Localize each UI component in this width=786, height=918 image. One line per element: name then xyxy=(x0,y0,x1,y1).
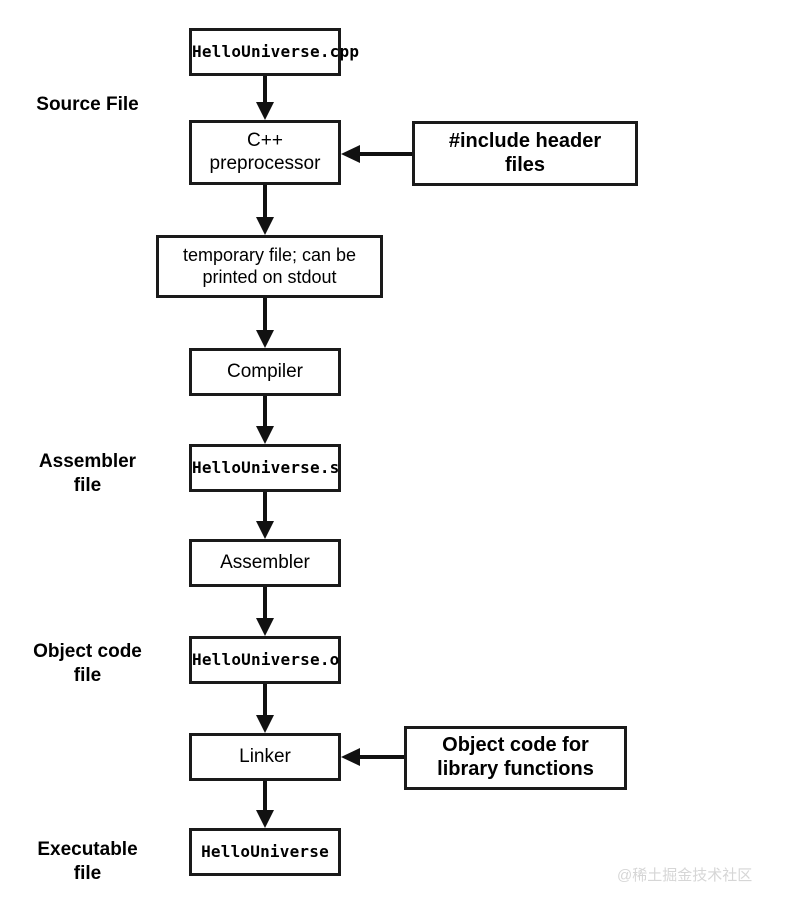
node-assembler[interactable]: Assembler xyxy=(189,539,341,587)
node-compiler[interactable]: Compiler xyxy=(189,348,341,396)
node-hellouniverse-cpp[interactable]: HelloUniverse.cpp xyxy=(189,28,360,76)
node-linker[interactable]: Linker xyxy=(189,733,341,781)
node-include-header-files[interactable]: #include header files xyxy=(412,121,638,186)
stage-label-source-file: Source File xyxy=(36,94,139,115)
edge-assembler-to-objfile xyxy=(256,587,274,636)
node-library-object-code-label: Object code for library functions xyxy=(437,734,594,780)
edge-objfile-to-linker xyxy=(256,684,274,733)
edge-include-to-preprocessor xyxy=(341,145,412,163)
watermark-text: @稀土掘金技术社区 xyxy=(617,867,753,884)
edge-compiler-to-asmfile xyxy=(256,396,274,444)
node-hellouniverse-o-label: HelloUniverse.o xyxy=(192,649,340,669)
stage-label-object-code-file: Object code file xyxy=(33,641,142,686)
edge-cpp-to-preprocessor xyxy=(256,76,274,120)
edge-temp-to-compiler xyxy=(256,298,274,348)
node-hellouniverse-o[interactable]: HelloUniverse.o xyxy=(189,636,341,684)
node-cpp-preprocessor-label: C++ preprocessor xyxy=(209,130,321,174)
node-hellouniverse-s[interactable]: HelloUniverse.s xyxy=(189,444,341,492)
stage-label-assembler-file: Assembler file xyxy=(38,451,137,496)
edge-linker-to-executable xyxy=(256,781,274,828)
node-hellouniverse-cpp-label: HelloUniverse.cpp xyxy=(192,41,360,61)
edge-preprocessor-to-temp xyxy=(256,185,274,235)
node-temporary-file-label: temporary file; can be printed on stdout xyxy=(182,245,357,287)
node-compiler-label: Compiler xyxy=(226,360,304,382)
edge-asmfile-to-assembler xyxy=(256,492,274,539)
node-library-object-code[interactable]: Object code for library functions xyxy=(404,726,627,790)
edge-libcode-to-linker xyxy=(341,748,404,766)
node-hellouniverse-s-label: HelloUniverse.s xyxy=(192,457,340,477)
node-temporary-file[interactable]: temporary file; can be printed on stdout xyxy=(156,235,383,298)
node-include-header-files-label: #include header files xyxy=(448,129,602,176)
stage-label-executable-file: Executable file xyxy=(37,839,138,884)
node-cpp-preprocessor[interactable]: C++ preprocessor xyxy=(189,120,341,185)
node-linker-label: Linker xyxy=(239,745,291,767)
node-assembler-label: Assembler xyxy=(220,551,310,573)
node-hellouniverse-executable-label: HelloUniverse xyxy=(201,841,329,861)
node-hellouniverse-executable[interactable]: HelloUniverse xyxy=(189,828,341,876)
